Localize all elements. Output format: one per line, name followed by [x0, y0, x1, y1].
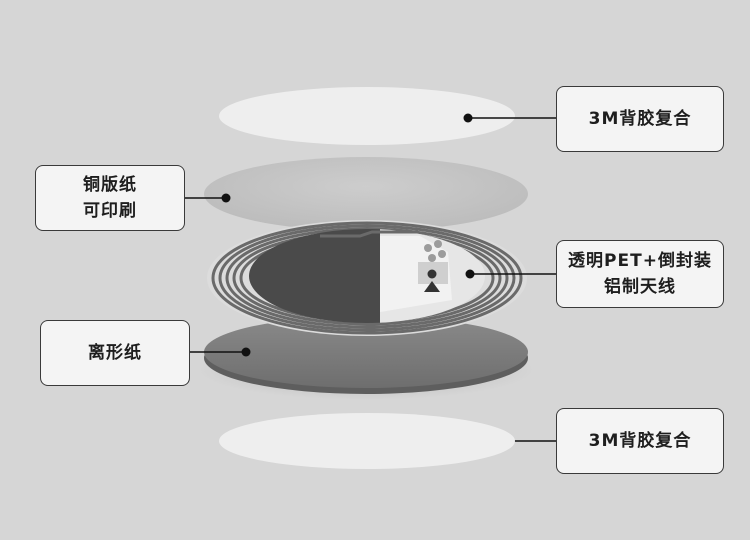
chip-pads	[424, 240, 446, 262]
label-top-adhesive-text: 3M背胶复合	[588, 109, 692, 129]
release-paper-layer	[204, 316, 528, 388]
pointer-release-paper	[190, 347, 251, 357]
label-release-paper: 离形纸	[40, 320, 190, 386]
label-antenna-line1: 透明PET+倒封装	[568, 251, 712, 271]
bottom-adhesive-layer	[219, 413, 515, 469]
label-coated-paper-line1: 铜版纸	[83, 175, 137, 195]
chip-die	[427, 269, 437, 279]
top-adhesive-layer	[219, 87, 515, 145]
coated-paper-layer	[204, 157, 528, 231]
label-coated-paper: 铜版纸 可印刷	[35, 165, 185, 231]
pointer-antenna	[465, 269, 556, 279]
label-coated-paper-line2: 可印刷	[83, 201, 137, 221]
chip-mark	[424, 281, 440, 292]
label-bottom-adhesive: 3M背胶复合	[556, 408, 724, 474]
label-bottom-adhesive-text: 3M背胶复合	[588, 431, 692, 451]
aluminum-antenna-layer	[207, 220, 527, 336]
label-antenna: 透明PET+倒封装 铝制天线	[556, 240, 724, 308]
label-antenna-line2: 铝制天线	[604, 277, 676, 297]
label-top-adhesive: 3M背胶复合	[556, 86, 724, 152]
label-release-paper-text: 离形纸	[88, 343, 142, 363]
pointer-top-adhesive	[463, 113, 556, 123]
pointer-coated-paper	[185, 193, 231, 203]
